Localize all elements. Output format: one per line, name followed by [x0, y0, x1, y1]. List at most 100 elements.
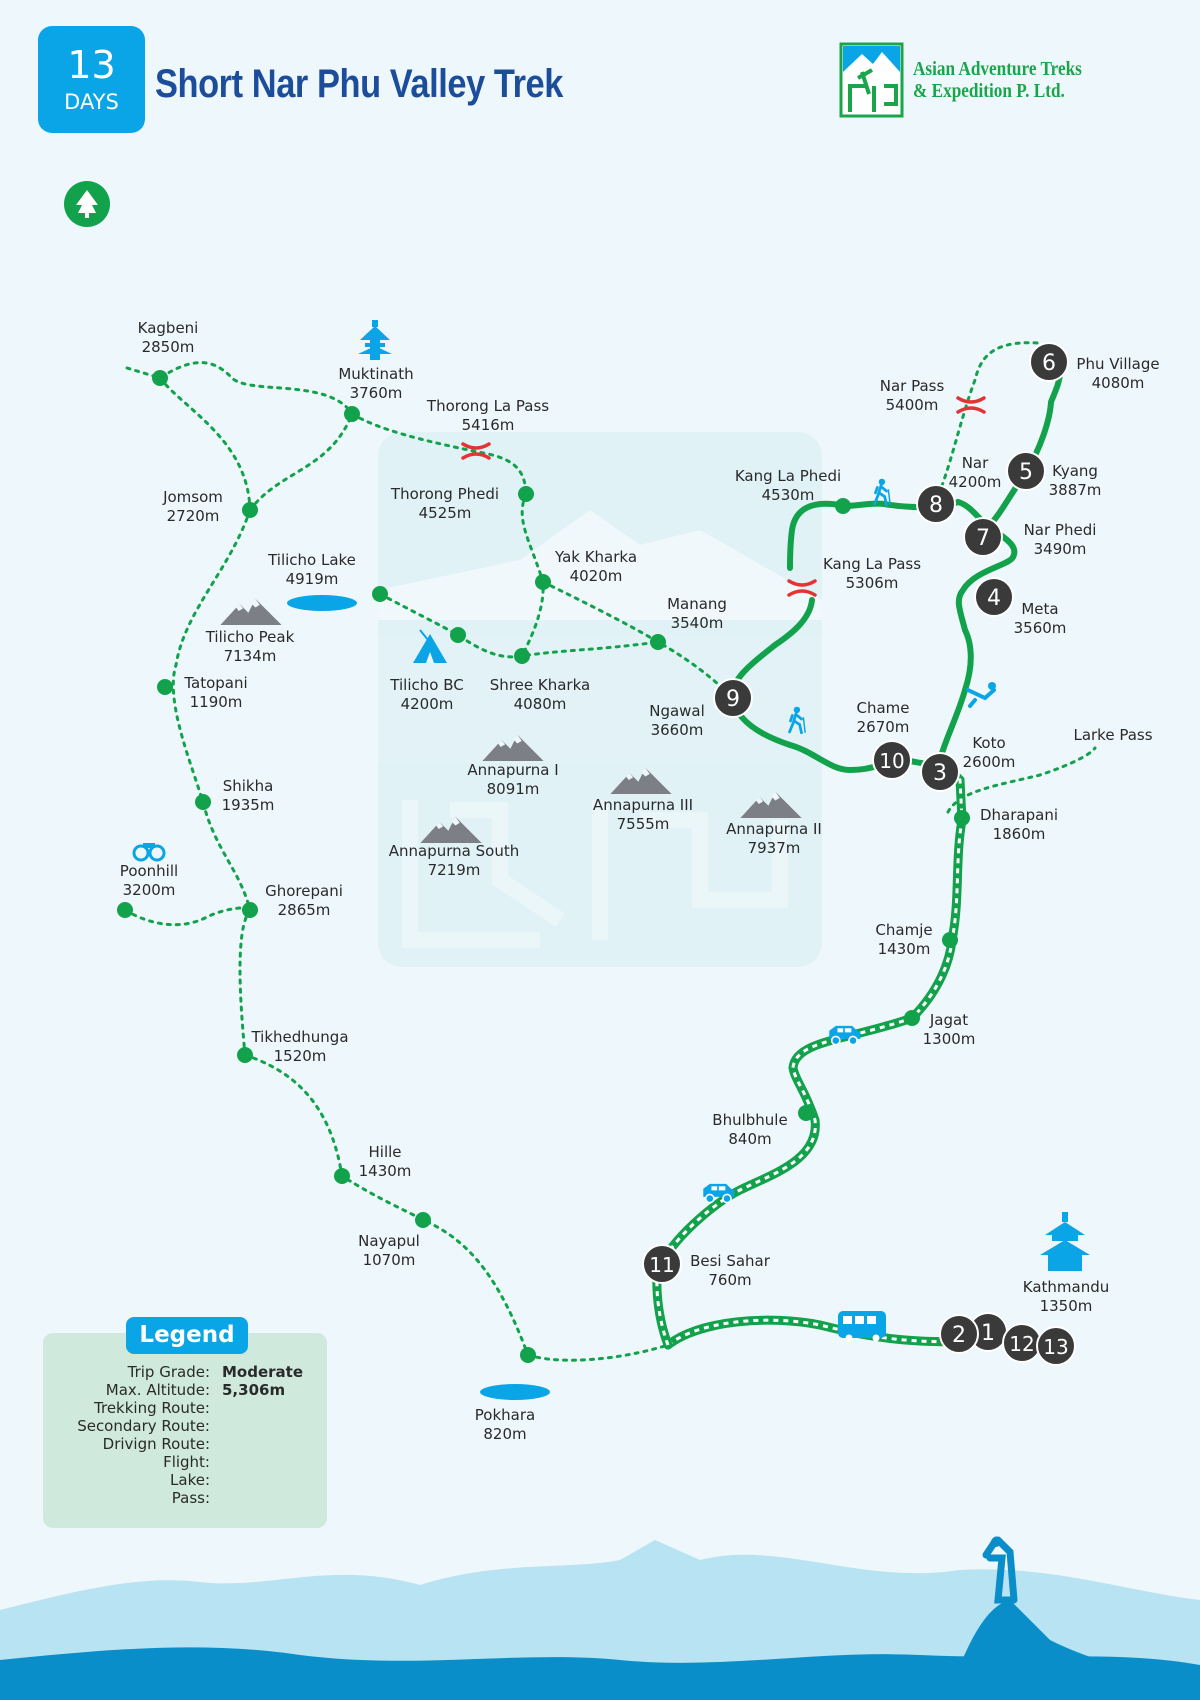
page-title: Short Nar Phu Valley Trek [155, 62, 563, 106]
day-stop-number: 12 [1009, 1332, 1034, 1356]
shikha-dot [195, 794, 211, 810]
day-stop-number: 4 [987, 586, 1001, 611]
pokhara-lake-icon [480, 1384, 550, 1400]
jeep-icon [828, 1024, 862, 1046]
legend-trip-grade-label: Trip Grade: [127, 1363, 210, 1381]
climber-icon [966, 682, 996, 708]
day-stop-number: 8 [929, 493, 943, 518]
day-stop-12: 12 [1002, 1323, 1042, 1363]
poonhill-dot [117, 902, 133, 918]
dharapani-dot [954, 810, 970, 826]
kathmandu-temple-icon [1040, 1212, 1090, 1271]
day-stop-number: 2 [952, 1323, 966, 1348]
day-stop-number: 10 [879, 749, 904, 773]
day-stop-11: 11 [642, 1244, 682, 1284]
nar-pass-icon [956, 396, 986, 414]
day-stop-2: 2 [939, 1314, 979, 1354]
legend-flight-label: Flight: [163, 1453, 210, 1471]
day-stop-4: 4 [974, 577, 1014, 617]
tilicho-bc-dot [450, 627, 466, 643]
hille-dot [334, 1168, 350, 1184]
bus-icon [838, 1311, 886, 1342]
tatopani-dot [157, 679, 173, 695]
day-stop-number: 13 [1043, 1335, 1068, 1359]
bhulbhule-dot [798, 1105, 814, 1121]
thorong-phedi-dot [518, 486, 534, 502]
kagbeni-dot [152, 370, 168, 386]
days-number: 13 [67, 43, 116, 87]
yak-kharka-dot [535, 574, 551, 590]
legend-lake-label: Lake: [170, 1471, 210, 1489]
day-stop-number: 11 [649, 1253, 674, 1277]
pokhara-dot [520, 1347, 536, 1363]
day-stop-number: 1 [981, 1321, 995, 1346]
bottom-mountains [0, 1536, 1200, 1700]
day-stop-number: 6 [1042, 351, 1056, 376]
watermark-logo [378, 432, 822, 967]
jagat-dot [904, 1010, 920, 1026]
company-line-2: & Expedition P. Ltd. [913, 80, 1065, 102]
day-stop-5: 5 [1006, 451, 1046, 491]
tent-icon [413, 629, 447, 663]
day-stop-3: 3 [920, 752, 960, 792]
kang-la-phedi-dot [835, 498, 851, 514]
days-badge: 13 DAYS [38, 26, 145, 133]
day-stop-13: 13 [1036, 1326, 1076, 1366]
legend-trekking-route-label: Trekking Route: [94, 1399, 210, 1417]
binoculars-icon [132, 843, 166, 862]
tikhedhunga-dot [237, 1047, 253, 1063]
tilicho-lake-icon [287, 595, 357, 611]
company-name: Asian Adventure Treks & Expedition P. Lt… [913, 58, 1082, 102]
tilicho-peak-icon [220, 598, 282, 625]
company-logo [839, 42, 904, 118]
trail-waypoints [117, 370, 970, 1363]
day-stop-number: 5 [1019, 460, 1033, 485]
day-stop-number: 7 [976, 526, 990, 551]
chamje-dot [942, 932, 958, 948]
days-word: DAYS [64, 90, 119, 114]
legend-secondary-route-label: Secondary Route: [77, 1417, 210, 1435]
north-arrow-icon [64, 181, 110, 227]
day-stop-10: 10 [872, 740, 912, 780]
day-stop-number: 3 [933, 761, 947, 786]
legend-trip-grade-value: Moderate [222, 1363, 304, 1381]
day-stop-7: 7 [963, 517, 1003, 557]
day-stop-9: 9 [713, 678, 753, 718]
legend-max-altitude-label: Max. Altitude: [105, 1381, 210, 1399]
jomsom-dot [242, 502, 258, 518]
legend-driving-route-label: Drivign Route: [102, 1435, 210, 1453]
